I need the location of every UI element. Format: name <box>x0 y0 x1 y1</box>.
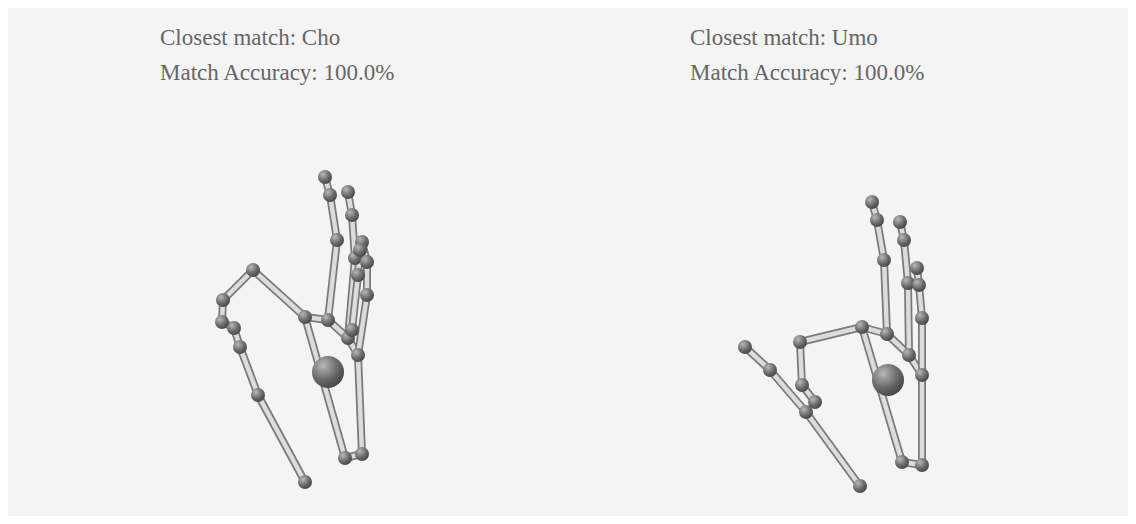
joint <box>738 340 752 354</box>
joint <box>323 188 337 202</box>
joint <box>912 278 926 292</box>
joint <box>246 263 260 277</box>
accuracy-label: Match Accuracy: 100.0% <box>690 59 924 87</box>
joint <box>793 335 807 349</box>
joint <box>808 395 822 409</box>
joint <box>355 447 369 461</box>
joint <box>870 213 884 227</box>
joint <box>910 261 924 275</box>
joint <box>915 458 929 472</box>
joint <box>360 288 374 302</box>
joint <box>877 253 891 267</box>
joint <box>351 348 365 362</box>
joint <box>360 255 374 269</box>
bone-outline <box>800 327 922 465</box>
joint <box>880 327 894 341</box>
joint <box>895 455 909 469</box>
joint <box>298 475 312 489</box>
joint <box>893 215 907 229</box>
joint <box>345 208 359 222</box>
joint <box>345 323 359 337</box>
match-name-label: Closest match: Cho <box>160 24 340 52</box>
joint <box>233 340 247 354</box>
joint <box>915 368 929 382</box>
joint <box>855 320 869 334</box>
joint <box>321 313 335 327</box>
bone <box>800 327 922 465</box>
bone <box>305 317 362 458</box>
palm-center <box>872 364 904 396</box>
bone <box>862 327 922 465</box>
joint <box>330 233 344 247</box>
joint <box>353 243 367 257</box>
bone-outline <box>305 317 362 458</box>
joint <box>915 311 929 325</box>
joint <box>216 293 230 307</box>
joint <box>341 185 355 199</box>
joint <box>897 233 911 247</box>
joint <box>351 268 365 282</box>
bone-outline <box>862 327 922 465</box>
joint <box>795 378 809 392</box>
joint <box>298 310 312 324</box>
accuracy-label: Match Accuracy: 100.0% <box>160 59 394 87</box>
joint <box>318 170 332 184</box>
joint <box>902 348 916 362</box>
match-name-label: Closest match: Umo <box>690 24 878 52</box>
joint <box>763 363 777 377</box>
joint <box>227 321 241 335</box>
joint <box>251 388 265 402</box>
joint <box>215 315 229 329</box>
joint <box>853 479 867 493</box>
joint <box>338 451 352 465</box>
joint <box>865 195 879 209</box>
palm-center <box>312 356 344 388</box>
